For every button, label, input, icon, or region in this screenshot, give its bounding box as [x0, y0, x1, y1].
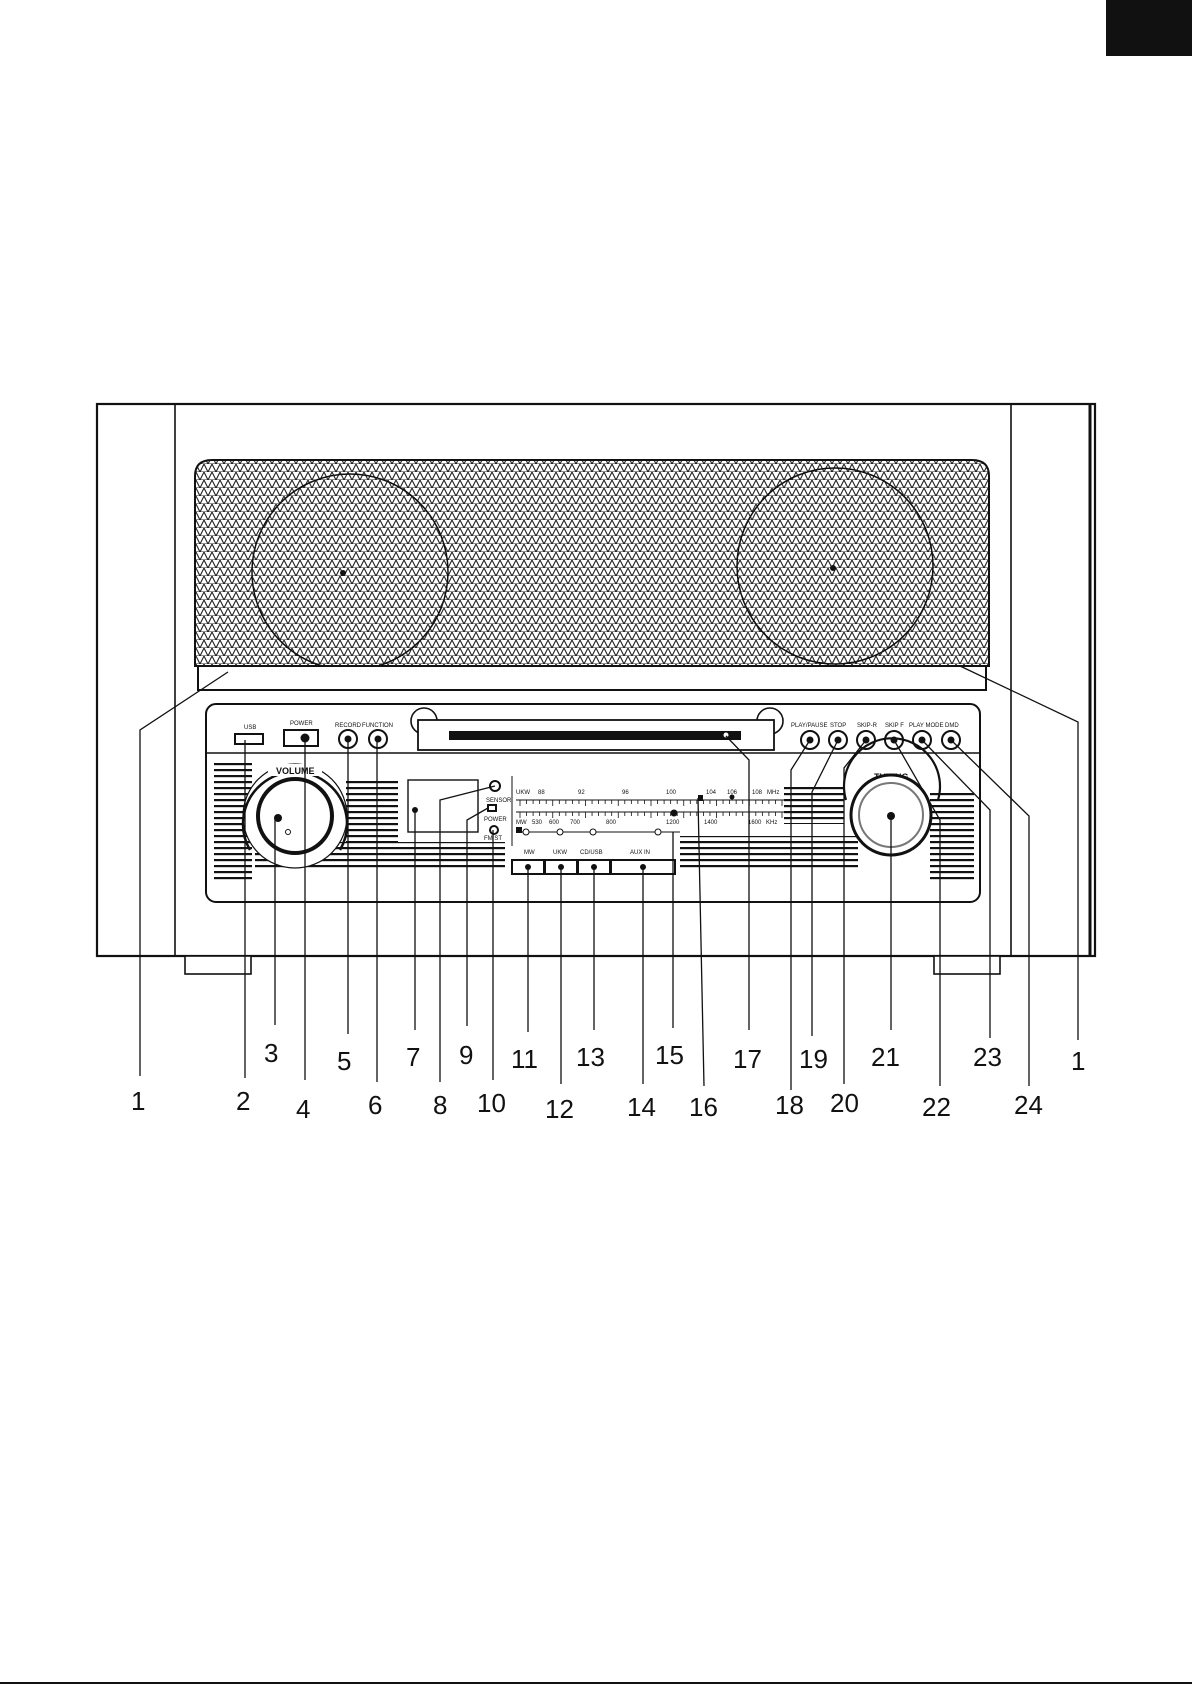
function-label: FUNCTION	[362, 723, 393, 729]
mw-tick-1: 600	[549, 820, 560, 826]
callout-7: 7	[406, 1042, 420, 1072]
volume-knob[interactable]	[258, 779, 332, 853]
callout-1-left: 1	[131, 1086, 145, 1116]
callout-9: 9	[459, 1040, 473, 1070]
ukw-tick-4: 104	[706, 790, 717, 796]
band-aux-in-label: AUX IN	[630, 850, 650, 856]
mw-tick-2: 700	[570, 820, 581, 826]
speaker-grille	[195, 460, 989, 670]
mw-tick-0: 530	[532, 820, 543, 826]
band-cd-usb-label: CD/USB	[580, 850, 603, 856]
fm-stereo-led	[490, 826, 498, 834]
callout-15: 15	[655, 1040, 684, 1070]
cd-slot[interactable]	[449, 731, 741, 740]
power-led	[488, 805, 496, 811]
callout-5: 5	[337, 1046, 351, 1076]
skip-forward-label: SKIP F	[885, 723, 904, 729]
usb-port[interactable]	[235, 734, 263, 744]
skip-back-label: SKIP-R	[857, 723, 878, 729]
callout-24: 24	[1014, 1090, 1043, 1120]
mw-tick-5: 1400	[704, 820, 718, 826]
callout-labels-upper: 3 5 7 9 11 13 15 17 19 21 23 1	[264, 1038, 1085, 1076]
callout-11: 11	[511, 1044, 538, 1074]
record-label: RECORD	[335, 723, 362, 729]
mw-tick-4: 1200	[666, 820, 680, 826]
callout-labels-lower: 1 2 4 6 8 10 12 14 16 18 20 22 24	[131, 1086, 1043, 1124]
dmd-label: DMD	[945, 723, 959, 729]
callout-1-right: 1	[1071, 1046, 1085, 1076]
page-tab	[1106, 0, 1192, 56]
callout-19: 19	[799, 1044, 828, 1074]
callout-17: 17	[733, 1044, 762, 1074]
mw-scale-label: MW	[516, 820, 527, 826]
ukw-tick-0: 88	[538, 790, 545, 796]
mhz-label: MHz	[767, 790, 779, 796]
callout-10: 10	[477, 1088, 506, 1118]
front-shelf	[198, 666, 986, 690]
callout-6: 6	[368, 1090, 382, 1120]
band-ukw-label: UKW	[553, 850, 567, 856]
callout-18: 18	[775, 1090, 804, 1120]
foot-left	[185, 956, 251, 974]
volume-label: VOLUME	[276, 766, 315, 776]
callout-16: 16	[689, 1092, 718, 1122]
callout-13: 13	[576, 1042, 605, 1072]
power-led-label: POWER	[484, 817, 507, 823]
callout-12: 12	[545, 1094, 574, 1124]
play-mode-label: PLAY MODE	[909, 723, 943, 729]
band-mw-label: MW	[524, 850, 535, 856]
ukw-tick-1: 92	[578, 790, 585, 796]
play-pause-label: PLAY/PAUSE	[791, 723, 827, 729]
sensor-label: SENSOR	[486, 798, 512, 804]
callout-4: 4	[296, 1094, 310, 1124]
power-label: POWER	[290, 721, 313, 727]
ukw-tick-3: 100	[666, 790, 677, 796]
callout-2: 2	[236, 1086, 250, 1116]
callout-14: 14	[627, 1092, 656, 1122]
callout-8: 8	[433, 1090, 447, 1120]
callout-21: 21	[871, 1042, 900, 1072]
mw-tick-6: 1600	[748, 820, 762, 826]
callout-23: 23	[973, 1042, 1002, 1072]
khz-label: KHz	[766, 820, 777, 826]
mw-tick-3: 800	[606, 820, 617, 826]
usb-label: USB	[244, 725, 256, 731]
ukw-tick-2: 96	[622, 790, 629, 796]
callout-22: 22	[922, 1092, 951, 1122]
ukw-tick-6: 108	[752, 790, 763, 796]
volume-knob-assembly: VOLUME	[243, 764, 347, 868]
callout-20: 20	[830, 1088, 859, 1118]
ukw-scale-label: UKW	[516, 790, 530, 796]
callout-3: 3	[264, 1038, 278, 1068]
stop-label: STOP	[830, 723, 846, 729]
